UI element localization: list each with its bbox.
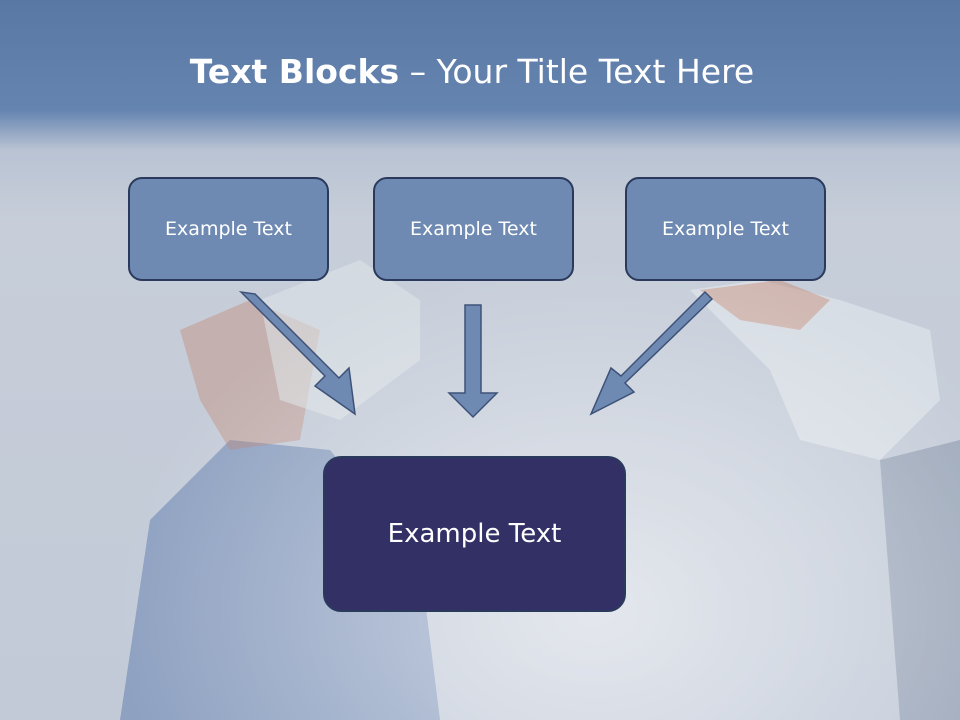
arrow-left-diagonal — [238, 290, 356, 416]
text-block-center[interactable]: Example Text — [373, 177, 574, 281]
text-block-right[interactable]: Example Text — [625, 177, 826, 281]
title-separator: – — [399, 52, 437, 91]
target-text-block[interactable]: Example Text — [323, 456, 626, 612]
text-block-left[interactable]: Example Text — [128, 177, 329, 281]
arrow-center-down — [447, 304, 499, 419]
title-bold-part: Text Blocks — [189, 52, 400, 91]
title-rest: Your Title Text Here — [436, 52, 755, 91]
arrow-right-diagonal — [589, 290, 714, 416]
slide-title: Text Blocks – Your Title Text Here — [0, 52, 944, 91]
